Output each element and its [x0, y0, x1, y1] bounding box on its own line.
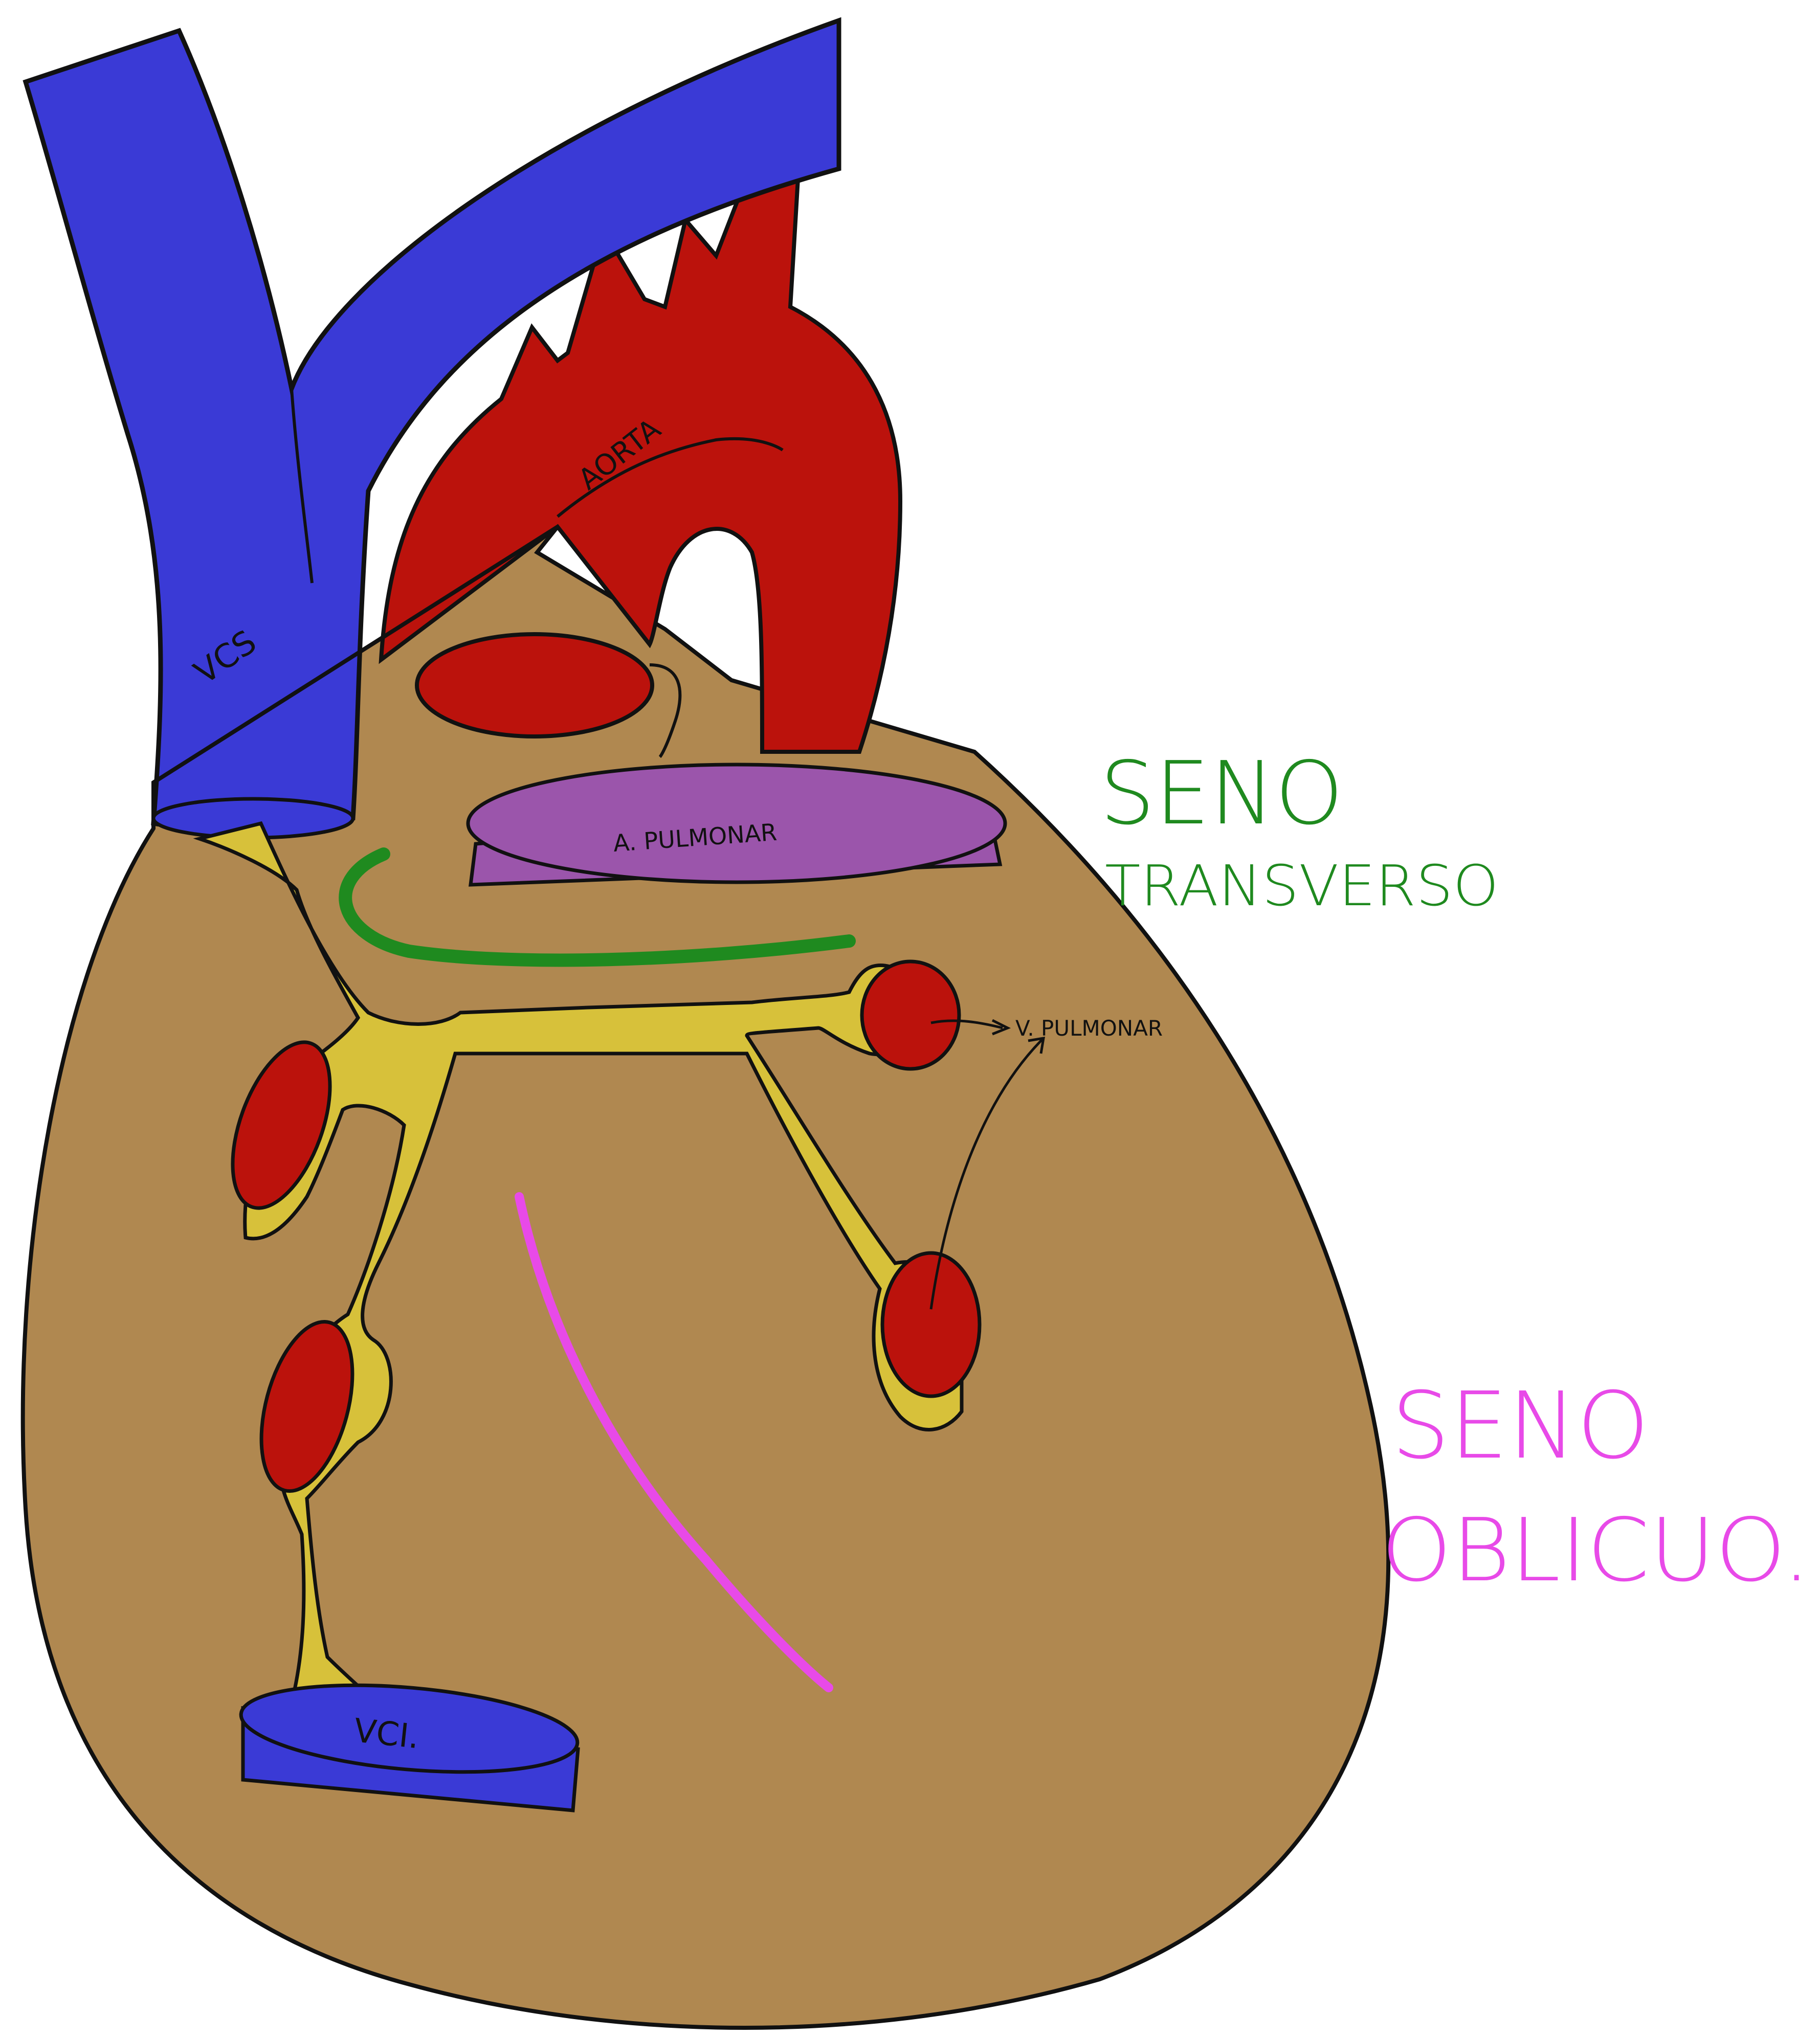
- label-pulmonary-vein: V. PULMONAR: [1015, 1016, 1163, 1041]
- pulmonary-vein-lower-right: [882, 1253, 980, 1396]
- label-oblique-sinus-2: OBLICUO.: [1381, 1500, 1811, 1601]
- label-transverse-sinus-1: SENO: [1100, 743, 1343, 844]
- aorta-cut-ellipse: [417, 634, 652, 736]
- label-oblique-sinus-1: SENO: [1391, 1373, 1649, 1480]
- label-transverse-sinus-2: TRANSVERSO: [1105, 853, 1499, 919]
- pulmonary-vein-upper-right: [862, 961, 959, 1069]
- label-vci: VCI.: [352, 1712, 421, 1756]
